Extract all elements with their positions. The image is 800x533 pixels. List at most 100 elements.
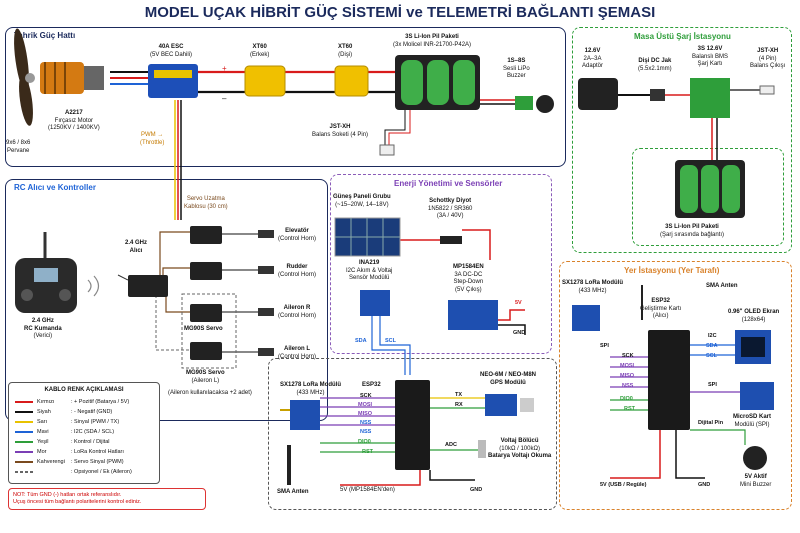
- air-pin-nss: NSS: [360, 420, 372, 426]
- legend-swatch: [15, 451, 33, 453]
- energy-gnd-label: GND: [513, 330, 526, 336]
- esc-icon: [148, 64, 198, 98]
- g-5v-label: 5V (USB / Regüle): [600, 482, 647, 488]
- adc-label: ADC: [445, 442, 457, 448]
- ina219-icon: [360, 290, 390, 316]
- aileron-note: (Aileron kullanılacaksa +2 adet): [168, 390, 252, 396]
- rc-section: [5, 179, 328, 421]
- lora-module-icon: [290, 400, 320, 430]
- air-section: [268, 358, 557, 510]
- charger-pack-icon: [675, 160, 745, 218]
- air-pin-miso: MISO: [358, 411, 373, 417]
- propulsion-title: Tahrik Güç Hattı: [10, 30, 80, 41]
- servo-wires: [155, 231, 258, 353]
- ground-section: [559, 261, 792, 510]
- legend-row: Sarı: Sinyal (PWM / TX): [15, 419, 119, 425]
- legend-swatch: [15, 431, 33, 433]
- ground-lora-icon: [572, 305, 600, 331]
- g-pin-rst: RST: [624, 406, 635, 412]
- bms-board-icon: [690, 78, 730, 118]
- propulsion-section: [5, 27, 566, 167]
- legend-row: Mor: LoRa Kontrol Hatları: [15, 449, 124, 455]
- plus-sign: +: [222, 64, 227, 73]
- ground-antenna-label: SMA Anten: [706, 283, 738, 289]
- legend-swatch: [15, 461, 33, 463]
- control-horn-icons: [258, 230, 274, 356]
- xt60-male-label: XT60(Erkek): [250, 44, 270, 58]
- receiver-icon: [117, 274, 168, 297]
- mg90s-label: MG90S Servo: [184, 326, 223, 332]
- power-wires: [110, 70, 515, 145]
- dc-jack-icon: [650, 89, 665, 101]
- ground-lora-label: SX1278 LoRa Modülü(433 MHz): [562, 280, 624, 294]
- air-pin-nss-2: NSS: [360, 429, 372, 435]
- divider-label: Voltaj Bölücü(10kΩ / 100kΩ)Batarya Volta…: [488, 438, 552, 459]
- legend-row: Yeşil: Kontrol / Dijital: [15, 439, 110, 445]
- air-5v-label: 5V (MP1584EN'den): [340, 487, 395, 493]
- legend-row: Siyah: - Negatif (GND): [15, 409, 112, 415]
- xt60-male-icon: [244, 65, 286, 97]
- air-pin-rst: RST: [362, 449, 373, 455]
- safety-note: NOT: Tüm GND (-) hatları ortak referansl…: [8, 488, 206, 510]
- legend-row: Mavi: I2C (SDA / SCL): [15, 429, 114, 435]
- g-pin-scl: SCL: [706, 353, 717, 359]
- air-sma-label: SMA Anten: [277, 489, 309, 495]
- air-gnd-label: GND: [470, 487, 483, 493]
- charger-jst-label: JST-XH(4 Pin)Balans Çıkışı: [750, 48, 786, 69]
- oled-label: 0.96" OLED Ekran(128x64): [728, 309, 780, 323]
- signal-waves-icon: [87, 275, 100, 297]
- g-pin-sda: SDA: [706, 343, 718, 349]
- air-pin-dio0: DIO0: [358, 439, 371, 445]
- adapter-icon: [578, 78, 618, 110]
- jst-connector-icon: [379, 144, 395, 156]
- energy-5v-label: 5V: [515, 300, 522, 306]
- esc-label: 40A ESC(5V BEC Dahili): [150, 44, 193, 58]
- motor-icon: [40, 62, 104, 94]
- g-pin-spi-r: SPI: [708, 382, 717, 388]
- air-lora-label: SX1278 LoRa Modülü(433 MHz): [280, 382, 342, 396]
- legend-title: KABLO RENK AÇIKLAMASI: [44, 387, 124, 393]
- ground-esp32-icon: [648, 330, 690, 430]
- charger-title: Masa Üstü Şarj İstasyonu: [630, 31, 735, 42]
- g-pin-nss: NSS: [622, 383, 634, 389]
- balance-connector-icon: [759, 85, 775, 95]
- sma-antenna-icon: [287, 445, 291, 485]
- legend-swatch: [15, 441, 33, 443]
- legend-row: : Opsiyonel / Ek (Aileron): [15, 469, 132, 475]
- rudder-label: Rudder(Control Horn): [278, 264, 317, 278]
- elevator-label: Elevatör(Control Horn): [278, 228, 317, 242]
- ground-title: Yer İstasyonu (Yer Tarafı): [620, 265, 724, 276]
- solar-label: Güneş Paneli Grubu(~15–20W, 14–18V): [333, 194, 391, 208]
- battery-pack-icon: [395, 55, 480, 110]
- legend-swatch: [15, 421, 33, 423]
- gps-rx-label: RX: [455, 402, 463, 408]
- air-pin-mosi: MOSI: [358, 402, 373, 408]
- g-pin-dio0: DIO0: [620, 396, 633, 402]
- g-digital-pin: Dijital Pin: [698, 420, 724, 426]
- legend-row: Kırmızı: + Pozitif (Batarya / 5V): [15, 399, 129, 405]
- diagram-title: MODEL UÇAK HİBRİT GÜÇ SİSTEMİ ve TELEMET…: [144, 4, 656, 21]
- gps-tx-label: TX: [455, 392, 463, 398]
- legend-swatch: [15, 401, 33, 403]
- energy-scl-label: SCL: [385, 338, 396, 344]
- gps-module-icon: [485, 394, 517, 416]
- xt60-female-icon: [334, 65, 369, 97]
- legend-swatch: [15, 411, 33, 413]
- cable-color-legend: KABLO RENK AÇIKLAMASI Kırmızı: + Pozitif…: [8, 382, 160, 484]
- g-pin-miso: MISO: [620, 373, 635, 379]
- charger-pack-label: 3S Li-Ion Pil Paketi(Şarj sırasında bağl…: [660, 224, 725, 238]
